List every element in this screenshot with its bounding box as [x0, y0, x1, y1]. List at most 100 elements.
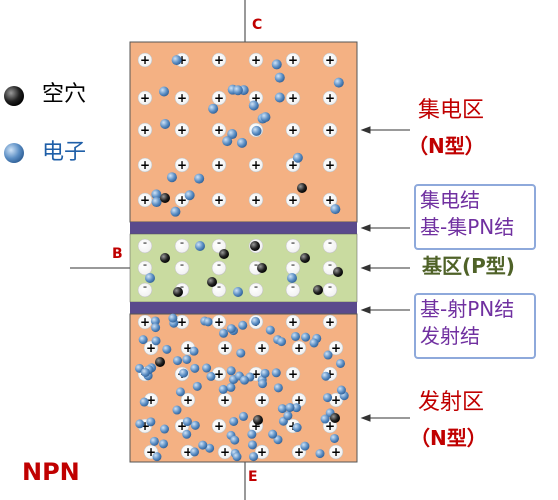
- electron: [277, 337, 287, 347]
- electron: [158, 439, 168, 449]
- electron: [168, 313, 178, 323]
- electron: [315, 449, 325, 459]
- electron: [146, 417, 156, 427]
- electron: [323, 350, 333, 360]
- donor-ion: [322, 314, 338, 330]
- electron: [283, 411, 293, 421]
- ion-charge-sign: +: [140, 193, 150, 207]
- donor-ion: [137, 157, 153, 173]
- electron: [274, 92, 285, 103]
- ion-charge-sign: ˉ: [291, 286, 296, 297]
- collector-region-type: （N型）: [408, 134, 485, 158]
- donor-ion: [174, 90, 190, 106]
- electron: [291, 331, 301, 341]
- electron: [179, 368, 189, 378]
- electron: [265, 325, 275, 335]
- electron: [291, 403, 301, 413]
- ion-charge-sign: +: [146, 393, 156, 407]
- electron: [202, 363, 212, 373]
- donor-ion: [211, 157, 227, 173]
- electron: [273, 435, 283, 445]
- ion-charge-sign: +: [214, 91, 224, 105]
- ion-charge-sign: ˉ: [217, 286, 222, 297]
- donor-ion: [137, 192, 153, 208]
- ion-charge-sign: +: [294, 445, 304, 459]
- donor-ion: [180, 392, 196, 408]
- ion-charge-sign: +: [146, 445, 156, 459]
- electron-legend-label: 电子: [42, 140, 87, 165]
- ion-charge-sign: +: [331, 445, 341, 459]
- ion-charge-sign: +: [251, 158, 261, 172]
- ion-charge-sign: +: [251, 419, 261, 433]
- electron: [237, 137, 248, 148]
- electron: [247, 440, 257, 450]
- donor-ion: [322, 192, 338, 208]
- hole: [297, 183, 307, 193]
- electron: [232, 85, 243, 96]
- electron: [226, 382, 236, 392]
- electron: [190, 447, 200, 457]
- donor-ion: [248, 52, 264, 68]
- donor-ion: [137, 90, 153, 106]
- electron: [226, 324, 236, 334]
- donor-ion: [217, 340, 233, 356]
- electron: [251, 125, 262, 136]
- donor-ion: [285, 366, 301, 382]
- ion-charge-sign: +: [294, 393, 304, 407]
- hole: [219, 249, 229, 259]
- electron: [300, 441, 310, 451]
- donor-ion: [285, 122, 301, 138]
- hole: [160, 193, 170, 203]
- donor-ion: [211, 122, 227, 138]
- emitter-junction-box: [414, 293, 536, 359]
- electron: [139, 397, 149, 407]
- electron: [175, 387, 185, 397]
- electron: [320, 414, 330, 424]
- hole-legend-icon: [4, 86, 24, 106]
- electron: [138, 335, 148, 345]
- electron: [271, 368, 281, 378]
- label-arrows: [360, 126, 410, 422]
- ion-charge-sign: +: [183, 445, 193, 459]
- donor-ion: [322, 157, 338, 173]
- ion-charge-sign: +: [177, 53, 187, 67]
- emitter-region-type: （N型）: [410, 426, 487, 450]
- electron: [268, 429, 278, 439]
- electron: [203, 317, 213, 327]
- electron: [229, 416, 239, 426]
- electron: [336, 385, 346, 395]
- electron: [208, 103, 219, 114]
- electron: [150, 316, 160, 326]
- emitter-junction-line1: 基-射PN结: [420, 297, 515, 321]
- electron: [258, 379, 268, 389]
- electron: [140, 367, 150, 377]
- ion-charge-sign: +: [140, 53, 150, 67]
- electron: [173, 356, 183, 366]
- acceptor-ion: [322, 238, 338, 254]
- donor-ion: [291, 340, 307, 356]
- hole: [155, 357, 165, 367]
- donor-ion: [285, 192, 301, 208]
- donor-ion: [174, 157, 190, 173]
- ion-charge-sign: ˉ: [217, 242, 222, 253]
- donor-ion: [248, 192, 264, 208]
- electron-legend-icon: [4, 143, 24, 163]
- donor-ion: [211, 52, 227, 68]
- electron: [335, 358, 345, 368]
- ion-charge-sign: +: [325, 419, 335, 433]
- emitter-region-name: 发射区: [418, 390, 485, 415]
- ion-charge-sign: +: [214, 315, 224, 329]
- ion-charge-sign: +: [288, 91, 298, 105]
- hole: [330, 413, 340, 423]
- ion-charge-sign: +: [257, 445, 267, 459]
- electron: [189, 346, 199, 356]
- ion-charge-sign: +: [214, 419, 224, 433]
- hole: [160, 253, 170, 263]
- electron: [192, 381, 202, 391]
- ion-charge-sign: +: [257, 393, 267, 407]
- ion-charge-sign: +: [294, 341, 304, 355]
- acceptor-ion: [248, 282, 264, 298]
- collector-junction-line2: 基-集PN结: [420, 215, 515, 239]
- ion-charge-sign: +: [288, 123, 298, 137]
